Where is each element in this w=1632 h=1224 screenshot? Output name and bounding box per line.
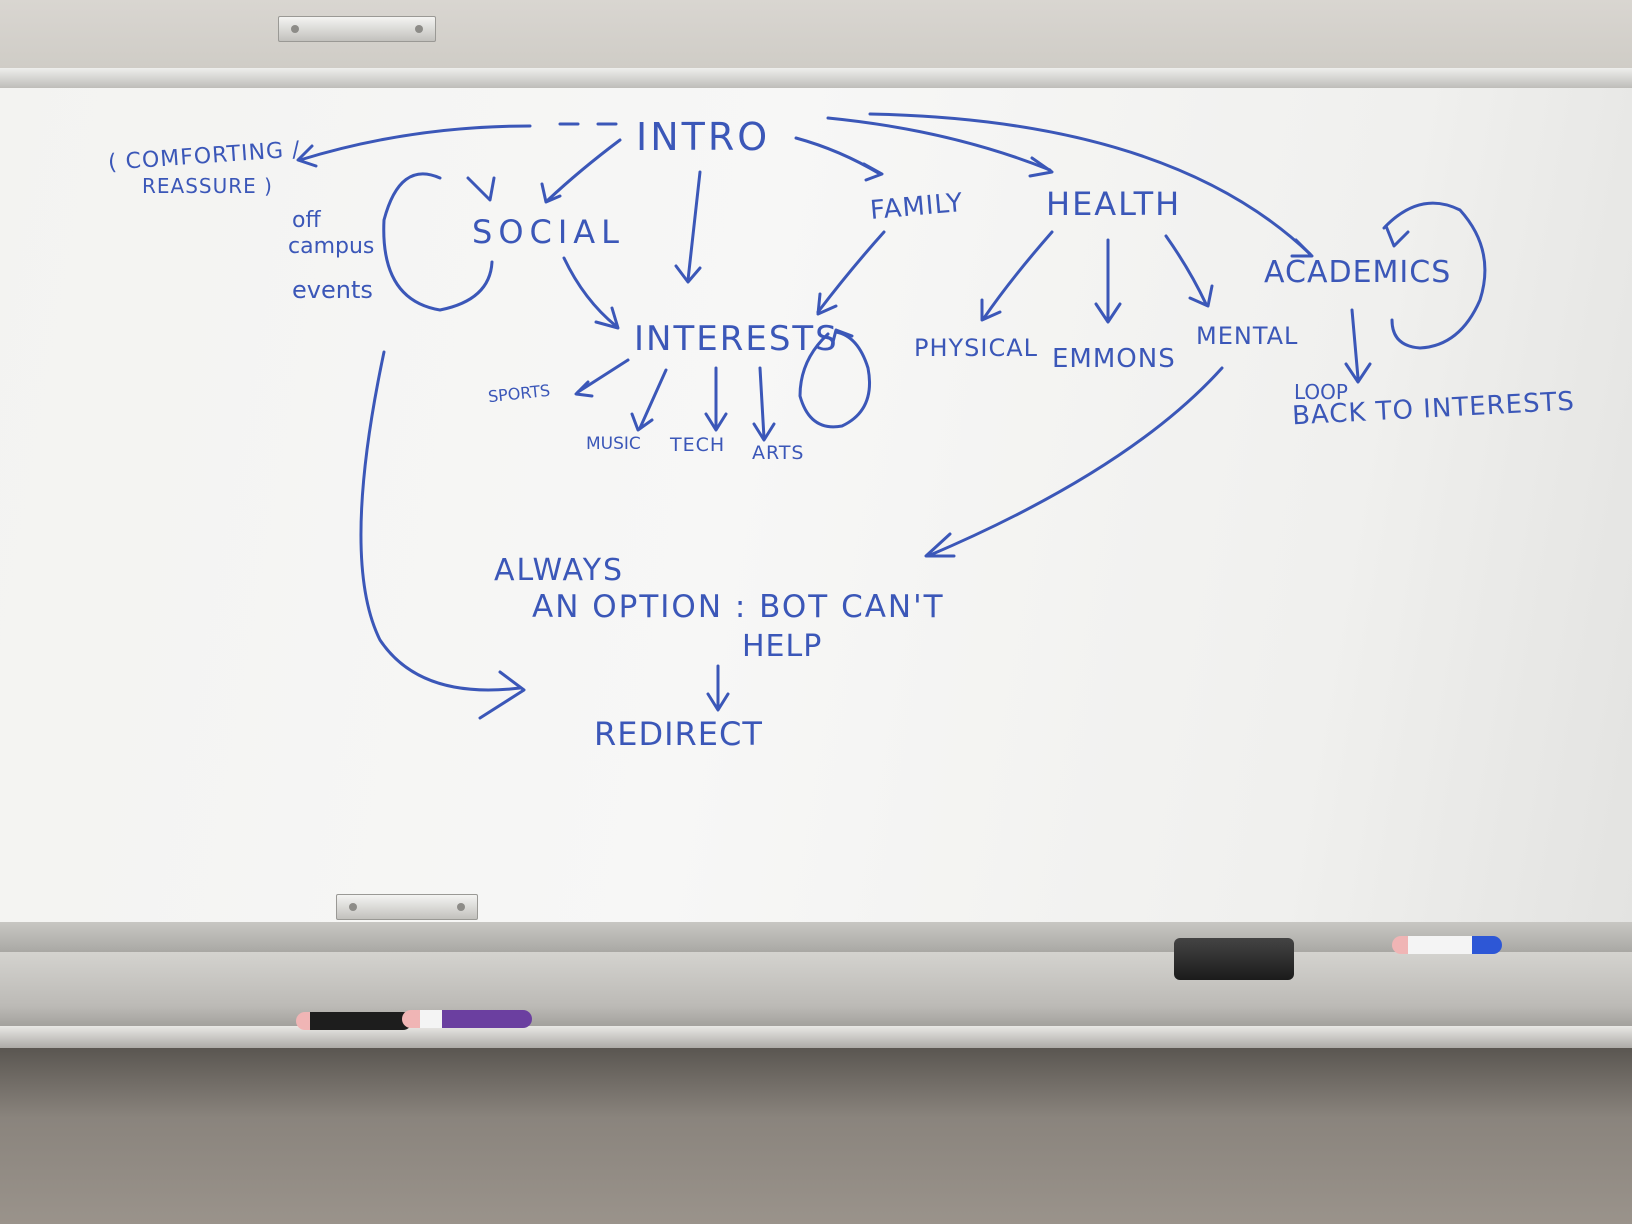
node-emmons: EMMONS — [1052, 344, 1176, 374]
node-help: HELP — [742, 629, 823, 664]
node-mental: MENTAL — [1196, 322, 1299, 350]
wall-top — [0, 0, 1632, 70]
academics-loop — [1382, 201, 1487, 350]
arrow-interests-to-sports — [576, 358, 630, 394]
arrow-intro-to-family — [794, 136, 882, 176]
arrow-family-to-interests — [816, 230, 886, 314]
node-health: HEALTH — [1046, 185, 1182, 223]
node-events: events — [292, 276, 373, 304]
node-intro: INTRO — [636, 115, 771, 159]
node-tech: TECH — [670, 434, 726, 456]
node-off: off — [292, 208, 321, 233]
purple-marker-icon — [402, 1010, 532, 1028]
board-clip-top — [278, 16, 436, 42]
node-campus: campus — [288, 234, 375, 259]
node-academics: ACADEMICS — [1264, 255, 1452, 290]
social-loop — [382, 172, 494, 312]
arrow-intro-to-comforting — [298, 124, 532, 162]
arrow-off-campus-to-redirect — [359, 350, 522, 692]
node-physical: PHYSICAL — [914, 334, 1039, 362]
arrow-intro-to-academics — [868, 112, 1312, 256]
board-frame-bottom — [0, 922, 1632, 952]
blue-marker-icon — [1392, 936, 1502, 954]
arrow-interests-to-arts — [758, 366, 766, 440]
arrow-mental-to-always — [926, 366, 1224, 558]
node-family: FAMILY — [868, 187, 965, 227]
node-interests: INTERESTS — [634, 319, 839, 359]
marker-tray-lip — [0, 1026, 1632, 1050]
whiteboard — [0, 88, 1632, 924]
arrow-health-to-mental — [1164, 234, 1208, 306]
arrow-social-to-interests — [562, 256, 618, 328]
node-arts: ARTS — [752, 442, 805, 464]
arrow-intro-to-interests — [686, 170, 702, 282]
arrow-academics-to-loop-back — [1350, 308, 1360, 380]
eraser-icon — [1174, 938, 1294, 980]
interests-loop — [798, 330, 871, 429]
node-always: ALWAYS — [494, 553, 625, 588]
arrow-intro-to-social — [546, 138, 622, 202]
arrow-interests-to-music — [638, 368, 668, 430]
wall-bottom — [0, 1048, 1632, 1224]
node-loop: LOOP — [1294, 380, 1348, 404]
node-redirect: REDIRECT — [594, 715, 763, 753]
board-frame-top — [0, 68, 1632, 90]
board-clip-bottom — [336, 894, 478, 920]
node-social: SOCIAL — [472, 213, 625, 251]
node-music: MUSIC — [586, 434, 641, 454]
arrow-health-to-physical — [982, 230, 1054, 320]
node-an-option: AN OPTION : BOT CAN'T — [532, 589, 945, 625]
arrow-intro-to-health — [826, 116, 1052, 172]
black-marker-icon — [296, 1012, 412, 1030]
node-reassure: REASSURE ) — [142, 174, 273, 198]
